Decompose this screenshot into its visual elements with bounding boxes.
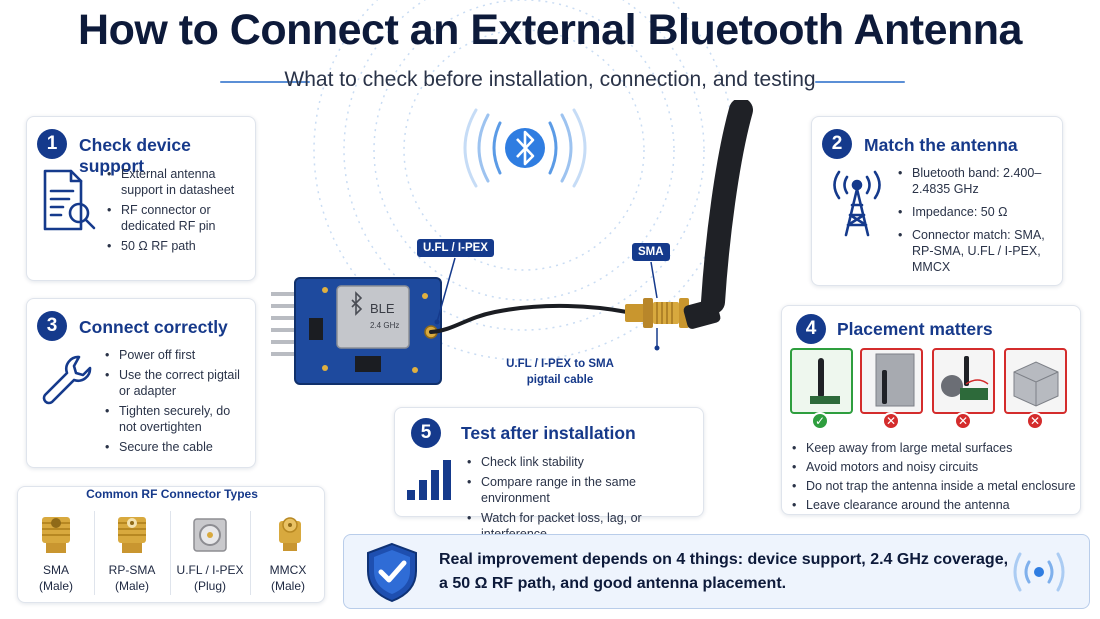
connector-name: MMCX — [269, 563, 307, 577]
list-item: External antenna support in datasheet — [107, 166, 247, 198]
pigtail-cable — [429, 303, 629, 334]
list-item: Keep away from large metal surfaces — [792, 440, 1077, 456]
step-card-connect-correctly: 3 Connect correctly Power off first Use … — [26, 298, 256, 468]
list-item: Connector match: SMA, RP-SMA, U.FL / I-P… — [898, 227, 1058, 275]
summary-line-1: Real improvement depends on 4 things: de… — [439, 551, 1009, 568]
subtitle-divider-left — [220, 81, 310, 83]
step-card-test-after-installation: 5 Test after installation Check link sta… — [394, 407, 704, 541]
cross-icon: ✕ — [882, 412, 900, 430]
page-title: How to Connect an External Bluetooth Ant… — [78, 6, 1022, 54]
list-item: Check link stability — [467, 454, 702, 470]
sma-callout-tag: SMA — [632, 243, 670, 261]
connector-types-panel: Common RF Connector Types SMA (Male) RP-… — [17, 486, 325, 603]
step-number-badge: 3 — [37, 311, 67, 341]
signal-bars-icon — [407, 460, 451, 500]
connector-name: RP-SMA — [108, 563, 156, 577]
ufl-callout-tag: U.FL / I-PEX — [417, 239, 494, 257]
step-checklist: Check link stability Compare range in th… — [467, 454, 702, 542]
connector-types-title: Common RF Connector Types — [86, 487, 258, 501]
step-checklist: Bluetooth band: 2.400–2.4835 GHz Impedan… — [898, 165, 1058, 275]
step-title: Connect correctly — [79, 317, 228, 337]
connector-name: U.FL / I-PEX — [176, 563, 244, 577]
connector-gender: (Male) — [114, 579, 149, 593]
wireless-signal-icon — [1013, 552, 1065, 592]
mmcx-connector-icon — [279, 517, 301, 551]
module-frequency: 2.4 GHz — [370, 321, 399, 330]
step-number-badge: 2 — [822, 129, 852, 159]
step-number-badge: 5 — [411, 418, 441, 448]
rf-shield-can — [336, 285, 410, 349]
cross-icon: ✕ — [1026, 412, 1044, 430]
list-item: Power off first — [105, 347, 250, 363]
wrench-icon — [42, 355, 92, 405]
placement-example-metal-surface — [860, 348, 923, 414]
summary-banner: Real improvement depends on 4 things: de… — [343, 534, 1090, 609]
sma-bulkhead-connector — [625, 298, 689, 328]
antenna-tower-icon — [833, 170, 881, 237]
summary-line-2: a 50 Ω RF path, and good antenna placeme… — [439, 575, 787, 592]
placement-checklist: Keep away from large metal surfaces Avoi… — [792, 440, 1077, 513]
step-checklist: Power off first Use the correct pigtail … — [105, 347, 250, 455]
step-card-placement-matters: 4 Placement matters ✓ ✕ ✕ ✕ Keep away fr… — [781, 305, 1081, 515]
list-item: 50 Ω RF path — [107, 238, 247, 254]
shield-check-icon — [367, 542, 417, 603]
step-title: Match the antenna — [864, 135, 1018, 155]
placement-example-good — [790, 348, 853, 414]
subtitle-divider-right — [815, 81, 905, 83]
connector-gender: (Male) — [38, 579, 73, 593]
step-title: Placement matters — [837, 319, 993, 339]
list-item: Leave clearance around the antenna — [792, 497, 1077, 513]
list-item: Secure the cable — [105, 439, 250, 455]
list-item: Tighten securely, do not overtighten — [105, 403, 250, 435]
antenna-connection-illustration: BLE 2.4 GHz — [271, 100, 753, 385]
list-item: Avoid motors and noisy circuits — [792, 459, 1077, 475]
antenna-whip — [683, 100, 753, 329]
list-item: Compare range in the same environment — [467, 474, 702, 506]
list-item: Use the correct pigtail or adapter — [105, 367, 250, 399]
placement-example-motor — [932, 348, 995, 414]
step-title: Test after installation — [461, 423, 636, 443]
document-search-icon — [43, 169, 96, 231]
rp-sma-connector-icon — [118, 517, 146, 553]
connector-name: SMA — [42, 563, 69, 577]
placement-example-metal-enclosure — [1004, 348, 1067, 414]
connector-gender: (Male) — [270, 579, 305, 593]
step-checklist: External antenna support in datasheet RF… — [107, 166, 247, 254]
module-label: BLE — [370, 301, 395, 316]
check-icon: ✓ — [811, 412, 829, 430]
step-card-check-device-support: 1 Check device support External antenna … — [26, 116, 256, 281]
cable-caption: U.FL / I-PEX to SMA pigtail cable — [506, 358, 614, 386]
step-number-badge: 1 — [37, 129, 67, 159]
step-card-match-antenna: 2 Match the antenna Bluetooth band: 2.40… — [811, 116, 1063, 286]
step-number-badge: 4 — [796, 314, 826, 344]
connector-gender: (Plug) — [193, 579, 226, 593]
header-pins — [271, 292, 305, 356]
bluetooth-signal-icon — [463, 108, 587, 188]
list-item: Bluetooth band: 2.400–2.4835 GHz — [898, 165, 1058, 197]
list-item: RF connector or dedicated RF pin — [107, 202, 247, 234]
list-item: Impedance: 50 Ω — [898, 204, 1058, 220]
page-subtitle: What to check before installation, conne… — [284, 68, 816, 91]
cross-icon: ✕ — [954, 412, 972, 430]
ufl-connector-icon — [193, 518, 227, 552]
list-item: Do not trap the antenna inside a metal e… — [792, 478, 1077, 494]
sma-connector-icon — [42, 517, 70, 553]
